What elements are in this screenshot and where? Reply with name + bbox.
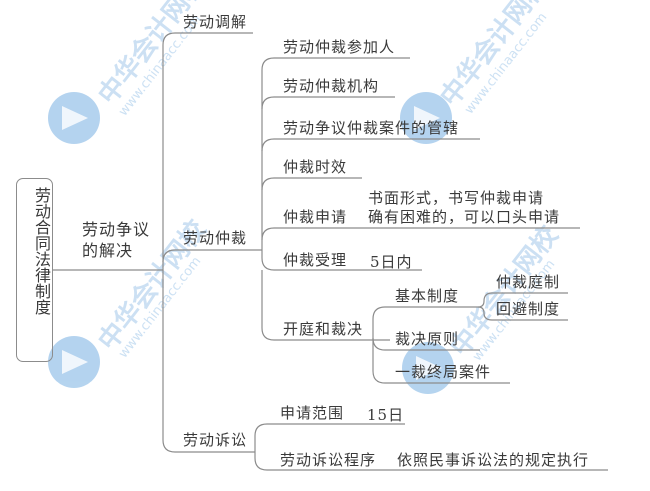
level1-label-line1: 劳动争议 bbox=[82, 220, 151, 239]
branch-arbitration: 劳动仲裁 bbox=[183, 229, 248, 247]
award-principle: 裁决原则 bbox=[395, 330, 460, 348]
branch-litigation: 劳动诉讼 bbox=[183, 431, 248, 449]
arbitration-institution: 劳动仲裁机构 bbox=[283, 77, 380, 95]
root-node: 劳动合同法律制度 bbox=[16, 178, 53, 362]
arbitration-application-note-1: 书面形式，书写仲裁申请 bbox=[368, 189, 545, 207]
root-label: 劳动合同法律制度 bbox=[32, 187, 51, 315]
hearing-and-award: 开庭和裁决 bbox=[283, 320, 364, 338]
arbitration-participants: 劳动仲裁参加人 bbox=[283, 38, 396, 56]
litigation-procedure: 劳动诉讼程序 bbox=[280, 451, 377, 469]
arbitration-acceptance: 仲裁受理 bbox=[283, 251, 348, 269]
level1-node-labor-dispute: 劳动争议 的解决 bbox=[82, 219, 150, 261]
litigation-scope-note: 15日 bbox=[367, 406, 405, 424]
litigation-procedure-note: 依照民事诉讼法的规定执行 bbox=[397, 451, 590, 469]
level1-label-line2: 的解决 bbox=[82, 241, 134, 260]
final-award-cases: 一裁终局案件 bbox=[395, 363, 492, 381]
arbitration-time-limit: 仲裁时效 bbox=[283, 158, 348, 176]
branch-mediation: 劳动调解 bbox=[183, 13, 248, 31]
arbitration-application: 仲裁申请 bbox=[283, 208, 348, 226]
arbitration-acceptance-note: 5日内 bbox=[370, 253, 413, 271]
basic-system: 基本制度 bbox=[395, 287, 460, 305]
arbitration-application-note-2: 确有困难的，可以口头申请 bbox=[368, 208, 561, 226]
recusal-system: 回避制度 bbox=[496, 300, 561, 318]
tribunal-system: 仲裁庭制 bbox=[496, 273, 561, 291]
litigation-scope: 申请范围 bbox=[280, 404, 345, 422]
arbitration-jurisdiction: 劳动争议仲裁案件的管辖 bbox=[283, 119, 460, 137]
